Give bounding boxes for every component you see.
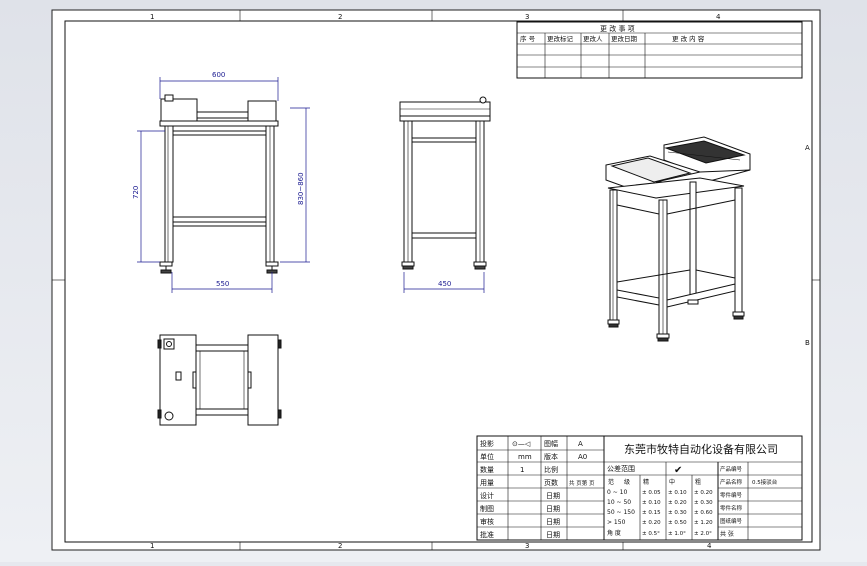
tol-medium: ± 0.30	[668, 510, 687, 516]
dim-height: 720	[132, 186, 140, 199]
dim-side-width: 450	[438, 280, 451, 288]
tb-projection-label: 投影	[480, 439, 494, 448]
tb-unit-label: 单位	[480, 452, 494, 461]
tb-approve-date-label: 日期	[546, 531, 560, 539]
tol-medium: ± 1.0°	[668, 531, 686, 537]
tb-tol-header-grade: 级	[624, 478, 630, 486]
tb-design-label: 设计	[480, 491, 494, 500]
revision-table	[516, 21, 803, 79]
tol-fine: ± 0.20	[642, 520, 661, 526]
revision-header-date: 更改日期	[611, 34, 638, 43]
tb-design-date-label: 日期	[546, 492, 560, 500]
front-view-dimensions	[137, 77, 310, 293]
tb-check-date-label: 日期	[546, 518, 560, 526]
tolerance-rows: 0 ~ 10 ± 0.05 ± 0.10 ± 0.20 10 ~ 50 ± 0.…	[607, 489, 713, 537]
drawing-sheet	[51, 9, 821, 551]
tb-material-label: 用量	[480, 479, 494, 487]
tb-quantity-label: 数量	[480, 465, 494, 474]
front-view	[159, 94, 279, 274]
zone-bottom-4: 4	[707, 542, 712, 550]
zone-top-2: 2	[338, 13, 342, 21]
dim-bottom-width: 550	[216, 280, 229, 288]
tol-coarse: ± 0.30	[694, 500, 713, 506]
zone-bottom-3: 3	[525, 542, 529, 550]
zone-top-3: 3	[525, 13, 529, 21]
dim-total-height: 830~860	[297, 172, 305, 205]
zone-right-a: A	[805, 144, 810, 152]
side-view	[399, 96, 491, 270]
tol-fine: ± 0.5°	[642, 531, 660, 537]
tol-range: 0 ~ 10	[607, 489, 627, 496]
tb-pages-label: 页数	[544, 478, 558, 487]
tol-coarse: ± 2.0°	[694, 531, 712, 537]
tb-product-name-label: 产品名称	[720, 478, 743, 486]
tb-version-label: 版本	[544, 452, 558, 461]
zone-ticks	[52, 10, 820, 550]
dim-top-width: 600	[212, 71, 225, 79]
tb-check-label: 审核	[480, 517, 494, 526]
tb-part-no-label: 零件编号	[720, 491, 743, 499]
tol-medium: ± 0.50	[668, 520, 687, 526]
tol-coarse: ± 0.60	[694, 510, 713, 516]
tb-company-name: 东莞市牧特自动化设备有限公司	[624, 442, 778, 456]
tb-projection-symbol: ⊙—◁	[512, 440, 531, 448]
revision-table-title: 更 改 事 项	[600, 24, 635, 33]
tb-drawing-size-value: A	[578, 440, 583, 448]
tb-sheet-label: 共 张	[720, 530, 734, 538]
zone-right-b: B	[805, 339, 810, 347]
tb-scale-label: 比例	[544, 465, 558, 474]
tol-fine: ± 0.05	[642, 490, 661, 496]
tol-range: 角 度	[607, 529, 621, 537]
tb-draw-label: 制图	[480, 504, 494, 513]
tol-coarse: ± 0.20	[694, 490, 713, 496]
tb-quantity-value: 1	[520, 466, 524, 474]
tb-version-value: A0	[578, 453, 587, 461]
tol-coarse: ± 1.20	[694, 520, 713, 526]
revision-header-content: 更 改 内 容	[672, 34, 705, 43]
tb-tol-header-fine: 精	[643, 478, 649, 486]
tb-product-name-value: 0.5接驳台	[752, 478, 778, 486]
revision-header-mark: 更改标记	[547, 34, 574, 43]
tol-fine: ± 0.15	[642, 510, 661, 516]
tol-range: 50 ~ 150	[607, 509, 635, 516]
zone-top-4: 4	[716, 13, 721, 21]
tol-range: > 150	[607, 519, 626, 526]
tb-tol-header-range: 范	[608, 478, 614, 486]
revision-header-no: 序 号	[520, 34, 536, 43]
tol-medium: ± 0.20	[668, 500, 687, 506]
drawing-frame	[64, 20, 813, 543]
title-block	[476, 435, 803, 541]
tb-approve-label: 批准	[480, 530, 494, 539]
tb-check-mark: ✔	[674, 465, 682, 476]
tol-fine: ± 0.10	[642, 500, 661, 506]
zone-bottom-2: 2	[338, 542, 342, 550]
zone-top-1: 1	[150, 13, 154, 21]
tb-product-no-label: 产品编号	[720, 465, 743, 473]
tb-draw-date-label: 日期	[546, 505, 560, 513]
tb-drawing-size-label: 图幅	[544, 439, 558, 448]
zone-bottom-1: 1	[150, 542, 154, 550]
side-view-dimensions	[403, 272, 485, 293]
tb-pages-value: 共 页第 页	[569, 479, 595, 487]
tb-tol-header-medium: 中	[669, 478, 675, 486]
tol-medium: ± 0.10	[668, 490, 687, 496]
tb-drawing-code-label: 图纸编号	[720, 517, 743, 525]
tb-tolerance-label: 公差范围	[607, 464, 635, 473]
tb-part-name-label: 零件名称	[720, 504, 743, 512]
isometric-view	[605, 136, 751, 342]
top-view	[157, 334, 282, 426]
tb-tol-header-coarse: 粗	[695, 478, 701, 486]
tol-range: 10 ~ 50	[607, 499, 631, 506]
tb-unit-value: mm	[518, 453, 532, 461]
revision-header-person: 更改人	[583, 34, 603, 43]
